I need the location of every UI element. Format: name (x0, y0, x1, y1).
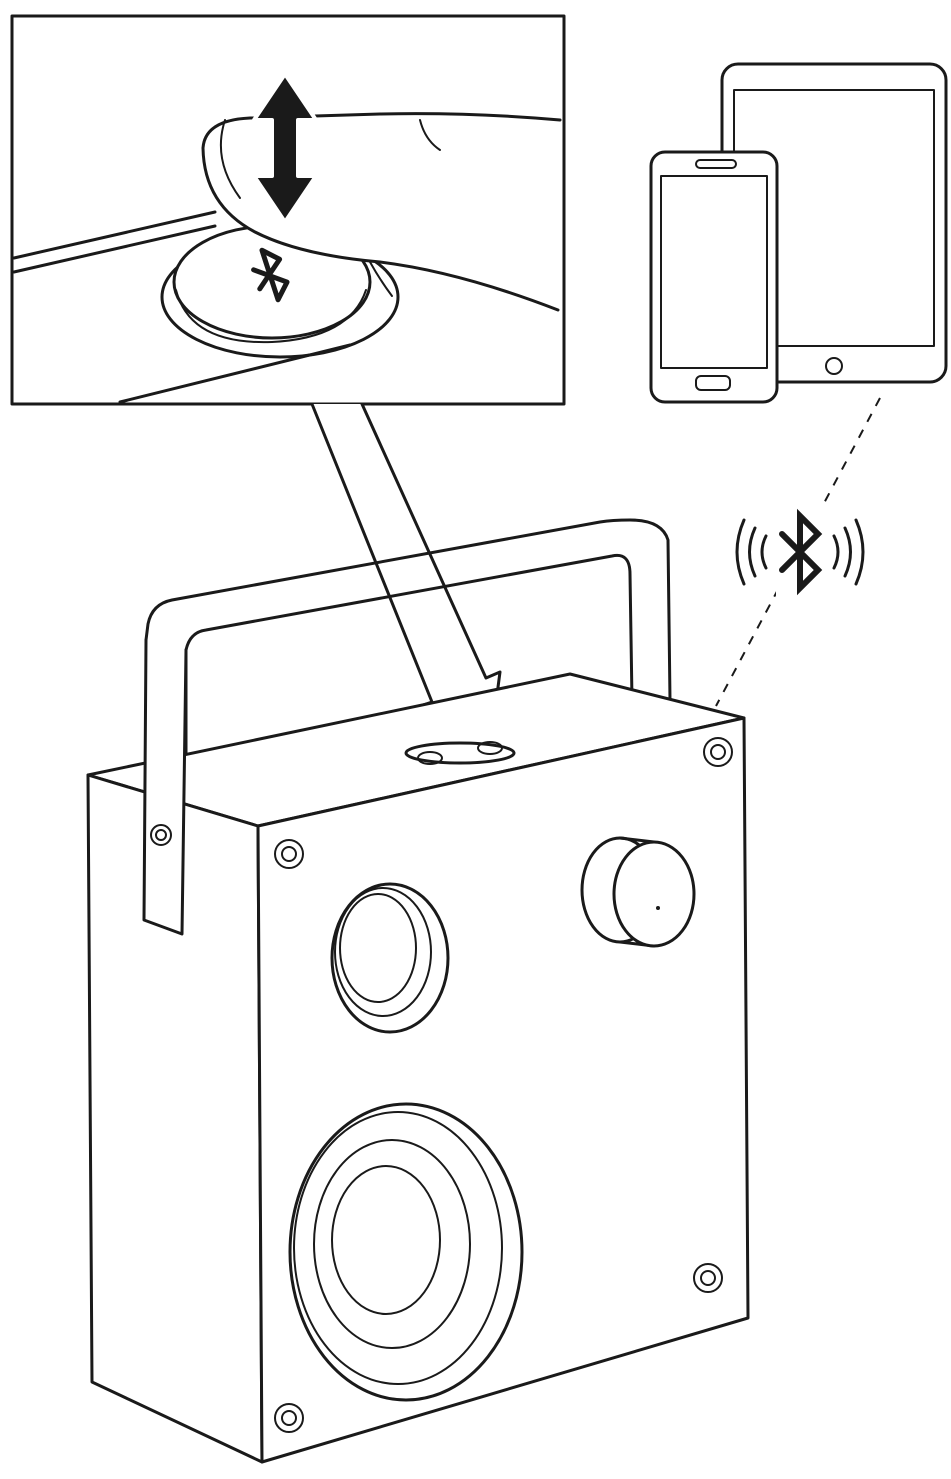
speaker-handle (144, 518, 672, 702)
front-screw (274, 839, 304, 869)
press-arrow-icon (252, 72, 318, 224)
front-screw (693, 1263, 723, 1293)
bluetooth-icon (779, 508, 823, 596)
tweeter (330, 882, 450, 1034)
phone-screen (660, 175, 768, 369)
inset-finger-shadow (369, 261, 393, 297)
inset-frame (10, 14, 566, 406)
bluetooth-signal-group (735, 506, 865, 598)
devices (649, 62, 948, 404)
top-button-recess (404, 741, 516, 765)
phone-earpiece (695, 159, 737, 169)
top-button-left (417, 751, 443, 765)
handle-side-leg (142, 638, 188, 936)
inset-fingernail (219, 119, 241, 199)
tablet-home-button (825, 357, 843, 375)
speaker-handle-inner (184, 553, 634, 702)
inset-bluetooth-icon (251, 247, 290, 303)
signal-waves-icon (735, 518, 865, 586)
front-screw (274, 1403, 304, 1433)
volume-knob (580, 836, 696, 948)
inset-surface-edge (12, 210, 217, 260)
top-button-bluetooth (477, 741, 503, 755)
handle-screw (150, 824, 172, 846)
phone-home-button (695, 375, 731, 391)
woofer (288, 1102, 524, 1402)
speaker (86, 518, 750, 1464)
front-screw (703, 737, 733, 767)
inset-finger-crease (419, 119, 441, 151)
phone (649, 150, 779, 404)
speaker-front (256, 716, 750, 1464)
inset-button-rim (175, 289, 367, 344)
wireless-link (715, 397, 881, 707)
button-detail-inset (10, 14, 566, 406)
inset-surface-edge-inner (12, 224, 217, 274)
